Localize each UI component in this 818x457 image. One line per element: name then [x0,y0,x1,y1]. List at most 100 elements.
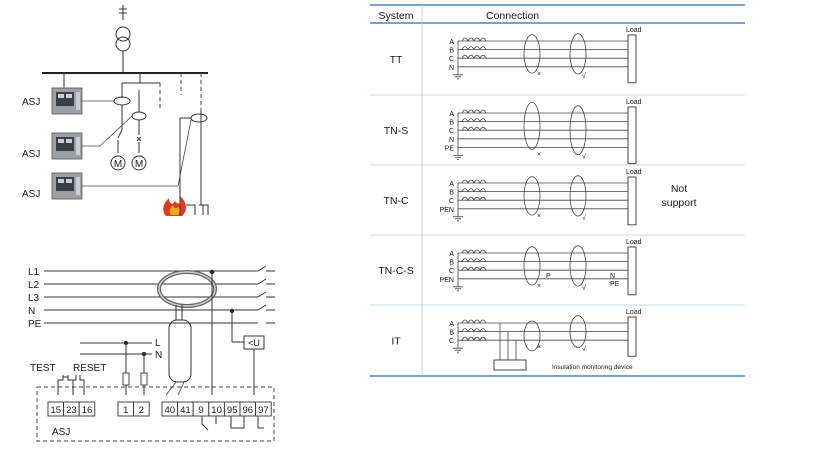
test-label: TEST [30,363,56,374]
terminal-number: 40 [165,405,176,416]
terminal-number: 15 [51,405,62,416]
wire-label: B [449,330,454,337]
header-system: System [378,10,413,22]
system-name: IT [391,336,401,348]
current-transformer [131,111,147,121]
load-box [627,316,637,357]
load-box [627,246,637,296]
wire-label: C [449,198,454,205]
table-row: TN-C-S ABC PEN Load × √ P NPE [370,234,745,296]
motor-label: M [135,159,143,170]
terminal-number: 23 [66,405,77,416]
conductor-label: L1 [28,267,40,278]
invalid-mark: × [537,283,541,290]
load-label: Load [626,99,642,106]
terminal-number: 1 [123,405,128,416]
conductor-label: L2 [28,280,40,291]
it-caption: Insulation monitoring device [552,364,633,371]
terminal-number: 2 [139,405,144,416]
terminal-number: 10 [211,405,222,416]
invalid-mark: × [537,151,541,158]
valid-mark: √ [582,345,586,353]
valid-mark: √ [582,284,586,292]
wire-label: B [449,260,454,267]
system-name: TN-C-S [378,265,414,277]
wire-label: B [449,120,454,127]
asj-label: ASJ [22,149,40,160]
note-line: Not [671,183,687,195]
terminal-number: 9 [198,405,203,416]
wire-label: B [449,190,454,197]
test-button-contact [57,375,74,395]
asj-device-outline [36,386,275,442]
load-label: Load [626,239,642,246]
wire-label: A [449,251,454,258]
system-name: TN-C [383,195,408,207]
load-label: Load [626,169,642,176]
terminal-block [78,401,96,417]
fuse [122,372,130,386]
wire-label: C [449,128,454,135]
asj-label: ASJ [22,189,40,200]
wire-label: PEN [440,277,454,284]
system-name: TN-S [384,125,409,137]
header-connection: Connection [486,10,539,22]
valid-mark: √ [582,214,586,222]
wire-label: C [449,56,454,63]
asj-label: ASJ [22,97,40,108]
wire-label: PEN [440,207,454,214]
transformer-winding-2 [115,36,131,52]
note-line: support [661,197,696,209]
terminal-block [255,401,272,417]
relay-output-wiring [201,416,264,431]
connection-diagram: ABC PEN Load × √ P NPE [440,239,642,296]
fire-icon [163,196,209,216]
wire-label: B [449,48,454,55]
terminal-number: 97 [258,405,269,416]
wire-label: PE [445,145,455,152]
asj-device-1 [51,87,83,115]
valid-mark: √ [582,152,586,160]
motor-2 [131,155,147,171]
terminal-number: 95 [227,405,238,416]
asj-device-2 [51,132,83,160]
motor-label: M [114,159,122,170]
current-transformer [113,96,131,106]
terminal-number: 96 [243,405,254,416]
tncs-pe-label: PE [610,281,620,288]
conductor-label: N [28,306,35,317]
invalid-mark: × [537,344,541,351]
load-box [627,106,637,164]
reset-button-contact [73,375,85,395]
wire-label: C [449,268,454,275]
voltage-monitor-label: <U [248,338,260,348]
invalid-mark: × [537,71,541,78]
supply-label-n: N [155,350,162,361]
fuse [140,372,148,386]
terminal-block [133,401,150,417]
load-label: Load [626,309,642,316]
wire-label: N [449,65,454,72]
insulation-monitor-box [493,359,527,371]
wire-label: A [449,111,454,118]
asj-device-name: ASJ [52,427,70,438]
tncs-n-label: N [610,273,615,280]
wire-label: A [449,181,454,188]
switch-contacts [257,265,267,311]
wire-label: C [449,338,454,345]
tncs-p-label: P [546,273,551,280]
terminal-number: 16 [82,405,93,416]
conductor-label: PE [28,319,42,330]
system-name: TT [390,54,403,66]
load-label: Load [626,27,642,34]
load-box [627,34,637,84]
current-transformer [190,113,208,123]
